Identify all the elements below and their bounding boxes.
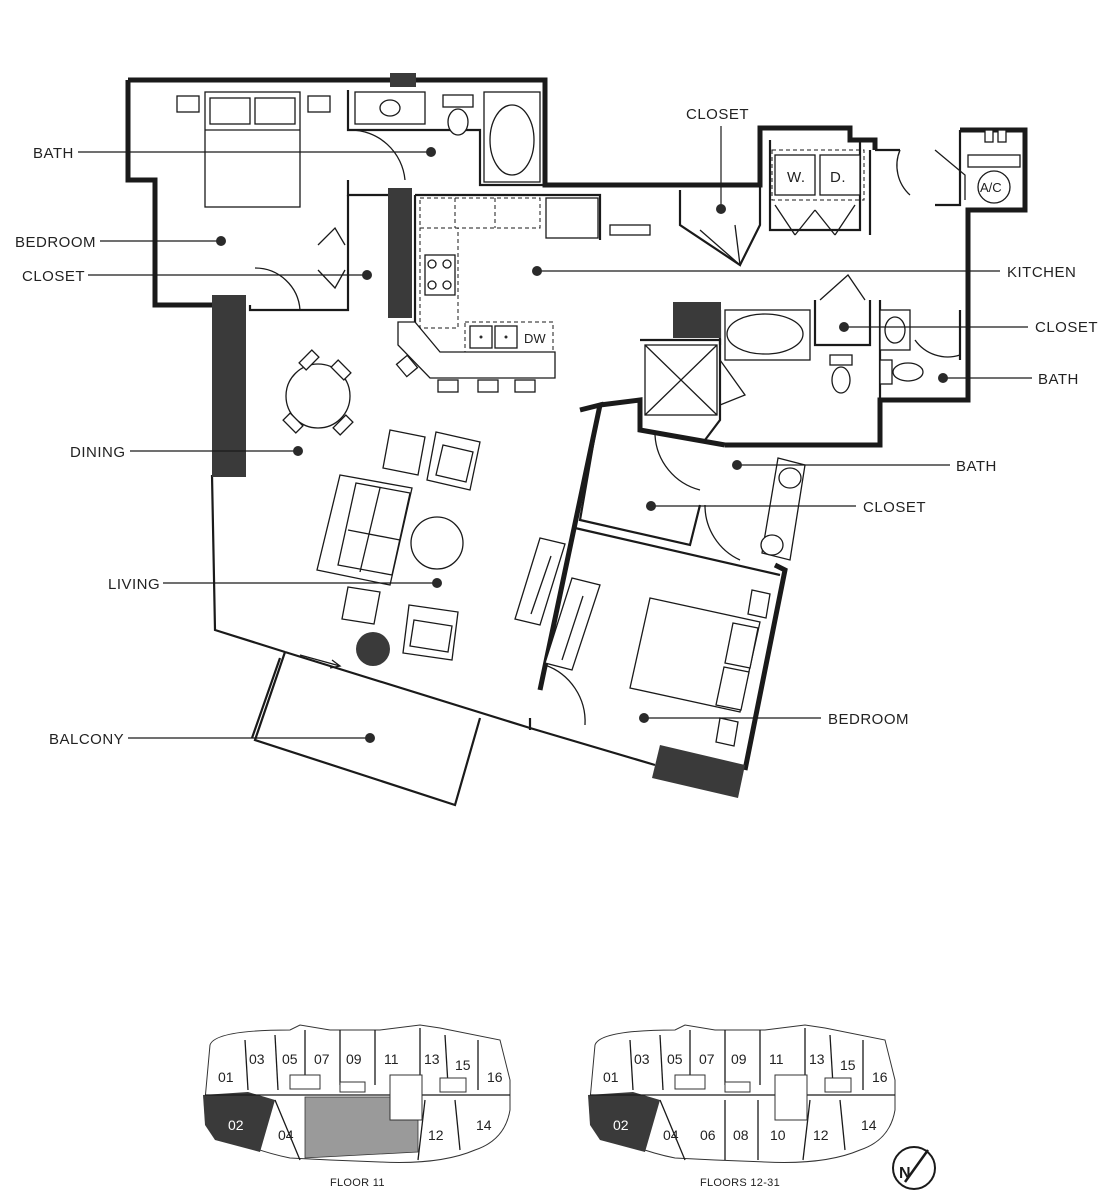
key12-unit-05: 05 [667,1051,683,1067]
key11-caption: FLOOR 11 [330,1177,385,1189]
living-furniture [254,267,481,669]
room-labels: BATH BEDROOM CLOSET DINING LIVING BALCON… [15,106,1098,748]
label-closet-top: CLOSET [686,106,749,123]
key12-unit-06: 06 [700,1127,716,1143]
dishwasher-label: DW [524,331,546,346]
dryer-label: D. [830,169,846,186]
label-dining: DINING [70,444,126,461]
key11-unit-05: 05 [282,1051,298,1067]
washer-label: W. [787,169,806,186]
key12-caption: FLOORS 12-31 [700,1177,780,1189]
key12-unit-04: 04 [663,1127,679,1143]
key12-unit-08: 08 [733,1127,749,1143]
label-closet-center: CLOSET [863,499,926,516]
key12-unit-16: 16 [872,1069,888,1085]
key12-unit-15: 15 [840,1057,856,1073]
kitchen-fixtures: DW [395,197,651,393]
ac-label: A/C [980,180,1002,195]
key11-unit-07: 07 [314,1051,330,1067]
key12-unit-13: 13 [809,1051,825,1067]
label-closet-right: CLOSET [1035,319,1098,336]
key-plan-floors-12-31: 01 02 03 04 05 06 07 08 09 10 11 12 13 1… [588,1024,896,1189]
key11-unit-13: 13 [424,1051,440,1067]
top-bedroom-furniture [176,91,406,290]
label-bedroom-left: BEDROOM [15,234,96,251]
key12-unit-11: 11 [769,1051,784,1067]
key11-unit-14: 14 [476,1117,492,1133]
right-bedroom-furniture [514,537,771,747]
key12-unit-12: 12 [813,1127,829,1143]
key12-unit-02: 02 [613,1117,629,1133]
label-bath-center: BATH [956,458,997,475]
key11-unit-09: 09 [346,1051,362,1067]
key11-unit-03: 03 [249,1051,265,1067]
label-closet-left: CLOSET [22,268,85,285]
label-bath-right: BATH [1038,371,1079,388]
key12-unit-09: 09 [731,1051,747,1067]
key12-unit-03: 03 [634,1051,650,1067]
north-compass-icon: N [892,1146,936,1190]
key11-unit-11: 11 [384,1051,399,1067]
label-bath-top-left: BATH [33,145,74,162]
key11-unit-12: 12 [428,1127,444,1143]
label-balcony: BALCONY [49,731,124,748]
key11-unit-16: 16 [487,1069,503,1085]
key11-unit-02: 02 [228,1117,244,1133]
laundry-fixtures: W. D. A/C [699,129,1021,267]
compass-label: N [899,1165,911,1182]
top-bath-fixtures [354,91,541,183]
key12-unit-10: 10 [770,1127,786,1143]
key12-unit-07: 07 [699,1051,715,1067]
key11-unit-15: 15 [455,1057,471,1073]
key-plan-floor-11: 01 02 03 04 05 07 09 11 12 13 14 15 16 F… [203,1024,511,1189]
key11-unit-01: 01 [218,1069,234,1085]
structural-columns [212,73,745,798]
right-bath-fixtures [644,274,961,561]
key12-unit-14: 14 [861,1117,877,1133]
key11-unit-04: 04 [278,1127,294,1143]
label-kitchen: KITCHEN [1007,264,1076,281]
key12-unit-01: 01 [603,1069,619,1085]
label-bedroom-right: BEDROOM [828,711,909,728]
label-living: LIVING [108,576,160,593]
